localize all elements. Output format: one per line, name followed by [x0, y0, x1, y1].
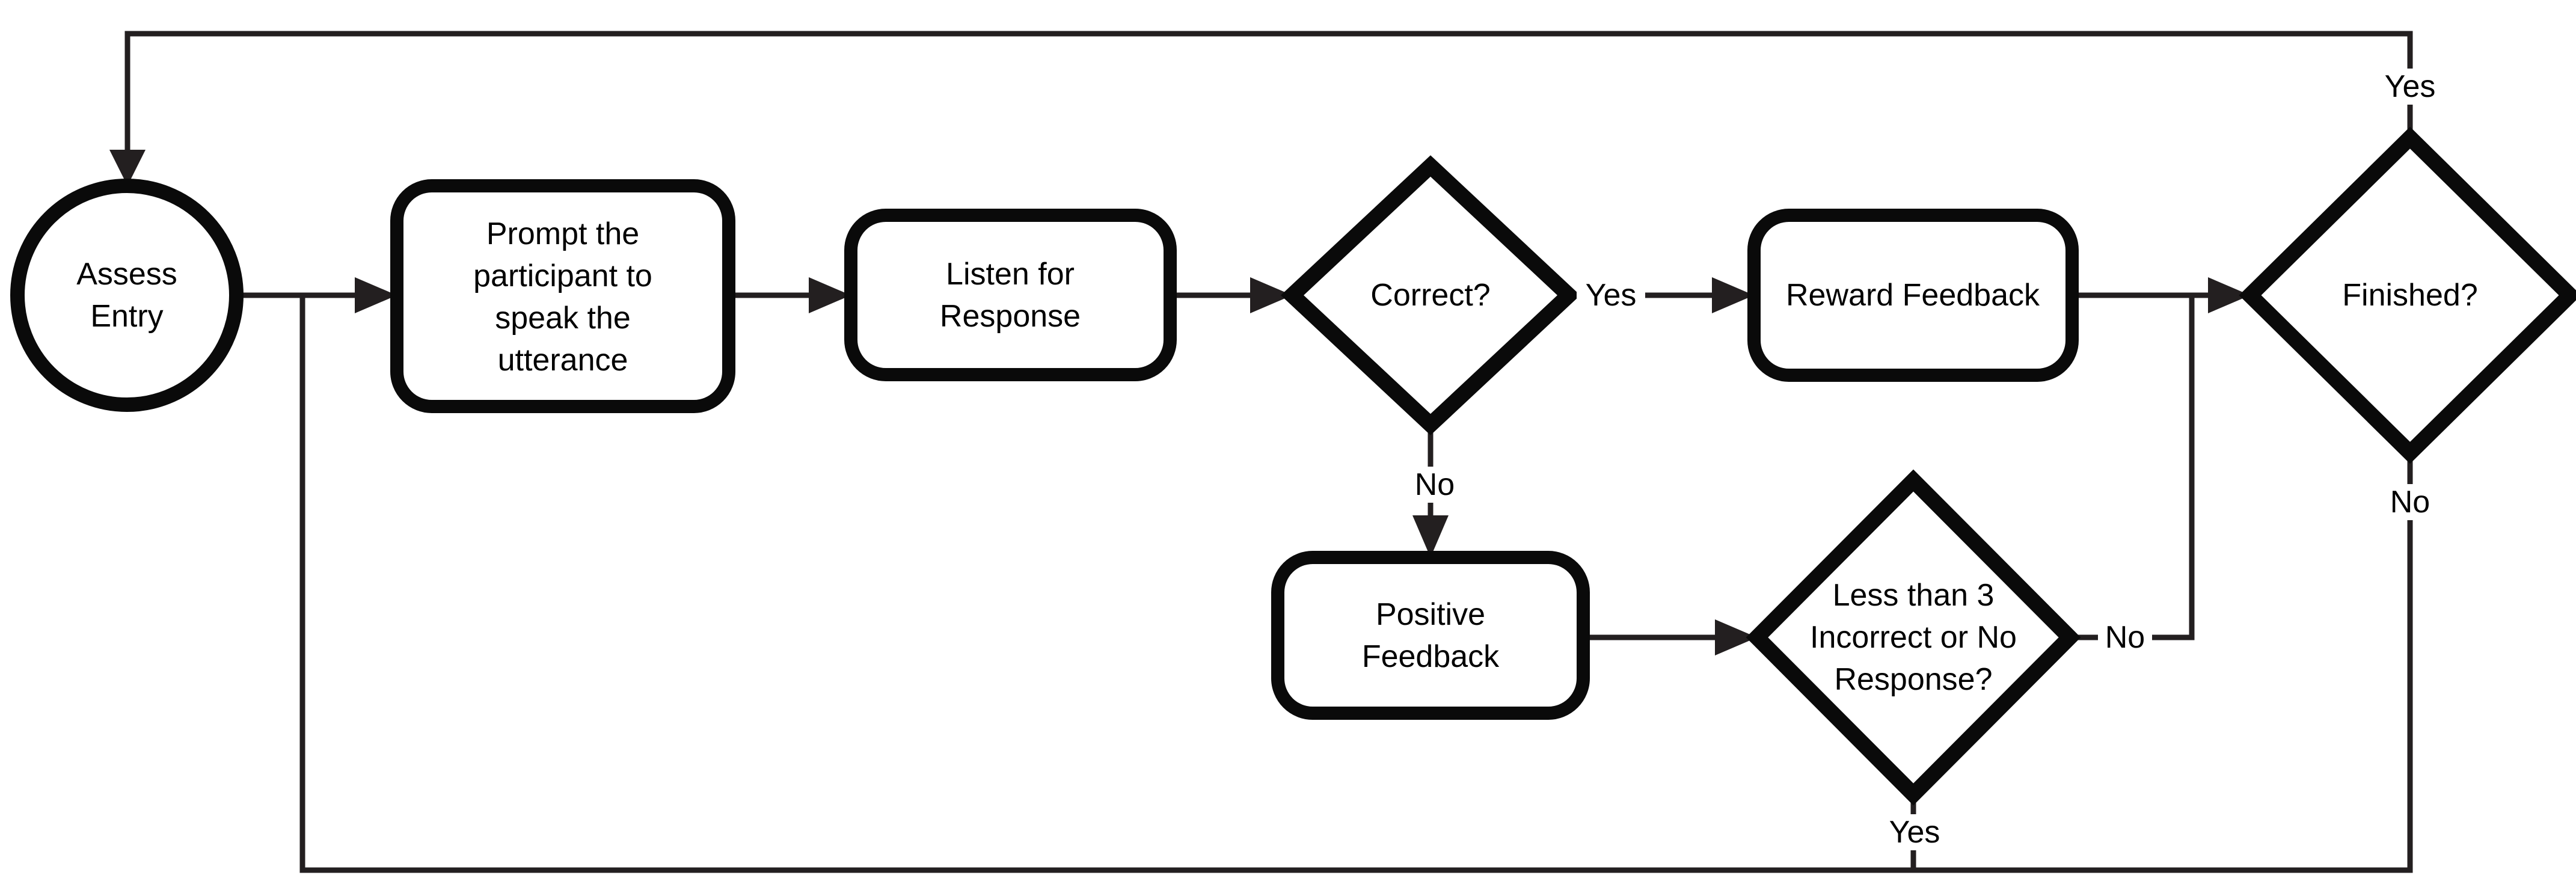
label-correct-no-bg: [1408, 467, 1462, 503]
arrowhead-into-less3-icon: [1715, 619, 1757, 655]
arrowhead-into-correct-icon: [1250, 277, 1292, 313]
node-less3: Less than 3 Incorrect or No Response?: [1746, 469, 2081, 806]
label-finished-no: No: [2383, 484, 2437, 520]
edges: [124, 31, 2413, 873]
label-finished-no-text: No: [2390, 485, 2430, 520]
node-reward-label: Reward Feedback: [1786, 278, 2040, 313]
node-positive: Positive Feedback: [1271, 551, 1590, 720]
node-correct-shape: [1280, 155, 1581, 435]
arrowhead-into-finished-icon: [2208, 277, 2250, 313]
node-assess-entry-shape: [10, 179, 244, 412]
edge-finished-yes-top-return: [124, 31, 2413, 152]
label-finished-yes: Yes: [2376, 69, 2444, 105]
node-correct: Correct?: [1280, 155, 1581, 435]
label-correct-yes-text: Yes: [1586, 278, 1637, 313]
label-correct-no-text: No: [1415, 467, 1455, 502]
node-positive-label: Positive: [1376, 597, 1485, 632]
node-prompt-label: Prompt the: [486, 216, 639, 251]
label-less3-yes-text: Yes: [1889, 815, 1940, 850]
label-less3-yes-bg: [1880, 814, 1949, 850]
node-finished-label: Finished?: [2342, 278, 2477, 313]
label-finished-yes-bg: [2376, 69, 2444, 105]
node-prompt-label: speak the: [495, 301, 631, 336]
arrowhead-into-positive-icon: [1412, 515, 1449, 557]
node-finished: Finished?: [2239, 126, 2576, 464]
node-listen-shape: [844, 209, 1177, 381]
node-reward: Reward Feedback: [1747, 209, 2079, 382]
node-prompt: Prompt the participant to speak the utte…: [390, 179, 735, 413]
label-finished-no-bg: [2383, 484, 2437, 520]
node-less3-label: Response?: [1834, 662, 1992, 697]
node-reward-shape: [1747, 209, 2079, 382]
node-assess-entry: Assess Entry: [10, 179, 244, 412]
node-assess-entry-label: Assess: [76, 257, 177, 292]
arrowhead-into-listen-icon: [809, 277, 851, 313]
node-less3-label: Less than 3: [1833, 578, 1995, 613]
node-listen-label: Response: [940, 299, 1081, 334]
node-positive-shape: [1271, 551, 1590, 720]
edge-labels: Yes No No Yes Yes No: [1408, 69, 2444, 850]
arrowheads: [109, 150, 2250, 655]
label-correct-yes: Yes: [1577, 277, 1645, 313]
node-less3-label: Incorrect or No: [1810, 620, 2017, 655]
edge-less3-no-join: [2070, 295, 2195, 640]
label-less3-no-bg: [2098, 619, 2152, 655]
arrowhead-into-prompt-icon: [355, 277, 397, 313]
label-less3-no-text: No: [2105, 620, 2145, 655]
edge-finished-no-bottom-return: [299, 295, 2413, 873]
node-prompt-label: participant to: [473, 259, 652, 293]
node-prompt-label: utterance: [498, 343, 628, 378]
arrowhead-into-reward-icon: [1712, 277, 1754, 313]
node-prompt-shape: [390, 179, 735, 413]
node-listen-label: Listen for: [946, 257, 1075, 292]
label-finished-yes-text: Yes: [2385, 69, 2436, 104]
node-less3-shape: [1746, 469, 2081, 806]
node-correct-label: Correct?: [1370, 278, 1490, 313]
node-listen: Listen for Response: [844, 209, 1177, 381]
arrowhead-into-assess-entry-icon: [109, 150, 146, 186]
node-finished-shape: [2239, 126, 2576, 464]
label-less3-no: No: [2098, 619, 2152, 655]
node-assess-entry-label: Entry: [90, 299, 163, 334]
label-correct-yes-bg: [1577, 277, 1645, 313]
label-less3-yes: Yes: [1880, 814, 1949, 850]
node-positive-label: Feedback: [1362, 639, 1500, 674]
label-correct-no: No: [1408, 467, 1462, 503]
